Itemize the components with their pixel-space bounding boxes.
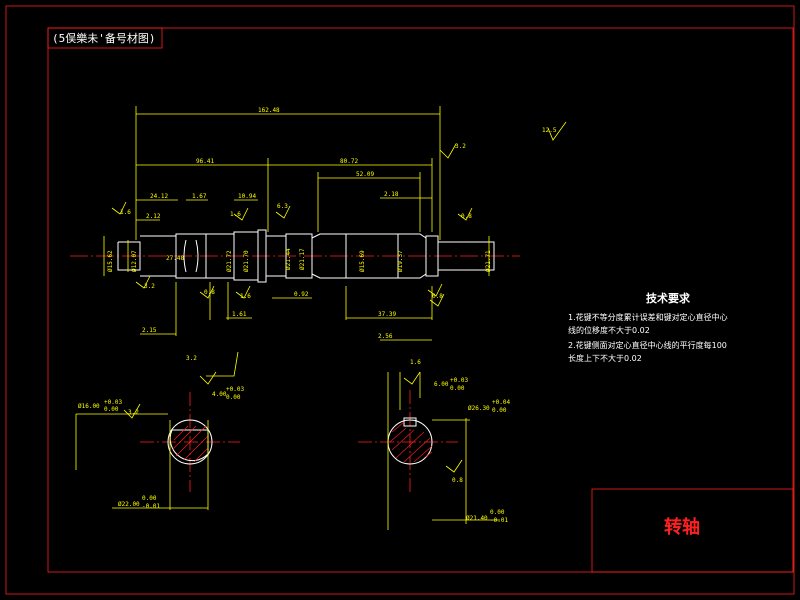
sec2-rough2: 0.8 bbox=[452, 477, 463, 484]
sec2-bottom: Ø21.40 bbox=[466, 515, 488, 522]
rough-7: 1.6 bbox=[120, 209, 131, 216]
dia-a: Ø12.07 bbox=[131, 250, 138, 272]
inner-frame bbox=[47, 27, 794, 573]
dim-right-inner: 52.09 bbox=[356, 171, 374, 178]
rough-6: 0.8 bbox=[204, 289, 215, 296]
dim-d1: 24.12 bbox=[150, 193, 168, 200]
sec2-bottom-hi: 0.00 bbox=[490, 509, 505, 516]
dim-d9: 0.92 bbox=[294, 291, 309, 298]
roughness-symbols bbox=[111, 121, 567, 307]
sec2-tol-hi: +0.03 bbox=[450, 377, 468, 384]
sec1-dia-hi: +0.03 bbox=[104, 399, 122, 406]
dia-left: Ø15.62 bbox=[107, 250, 114, 272]
requirement-line-4: 长度上下不大于0.02 bbox=[568, 353, 642, 363]
shaft-outline bbox=[117, 229, 495, 283]
dia-h: Ø19.37 bbox=[397, 250, 404, 272]
sec1-rough-top: 3.2 bbox=[186, 355, 197, 362]
section-view-2: 1.6 0.8 6.00 +0.03 0.00 Ø26.30 +0.04 0.0… bbox=[358, 359, 510, 530]
sec2-key: 6.00 bbox=[434, 381, 449, 388]
requirement-line-2: 线的位移度不大于0.02 bbox=[568, 325, 650, 335]
dim-left-span: 96.41 bbox=[196, 158, 214, 165]
sec2-dia: Ø26.30 bbox=[468, 405, 490, 412]
dim-b: 27.48 bbox=[166, 255, 184, 262]
sec1-bottom-lo: -0.01 bbox=[142, 503, 160, 510]
sec1-dia: Ø16.00 bbox=[78, 403, 100, 410]
sec2-bottom-lo: -0.01 bbox=[490, 517, 508, 524]
dim-d7: 2.15 bbox=[142, 327, 157, 334]
dim-d10: 37.39 bbox=[378, 311, 396, 318]
dim-d11: 2.56 bbox=[378, 333, 393, 340]
sec1-tol-hi: +0.03 bbox=[226, 386, 244, 393]
section-view-1: 3.2 3.2 4.00 +0.03 0.00 Ø16.00 +0.03 0.0… bbox=[75, 351, 244, 510]
dimension-texts: 162.48 96.41 80.72 52.09 24.12 1.67 10.9… bbox=[120, 107, 557, 340]
sec2-rough: 1.6 bbox=[410, 359, 421, 366]
dim-overall: 162.48 bbox=[258, 107, 280, 114]
dim-d4: 2.12 bbox=[146, 213, 161, 220]
sec1-bottom-hi: 0.00 bbox=[142, 495, 157, 502]
requirements-heading: 技术要求 bbox=[646, 291, 691, 305]
rough-2: 3.2 bbox=[455, 143, 466, 150]
rough-5: 0.8 bbox=[461, 213, 472, 220]
sec1-bottom: Ø22.00 bbox=[118, 501, 140, 508]
rough-1: 12.5 bbox=[542, 127, 557, 134]
dia-g: Ø15.69 bbox=[359, 250, 366, 272]
rough-4: 6.3 bbox=[277, 203, 288, 210]
sec2-dia-lo: 0.00 bbox=[492, 407, 507, 414]
dim-d6: 1.6 bbox=[230, 211, 241, 218]
requirement-line-1: 1.花键不等分度累计误差和键对定心直径中心 bbox=[568, 312, 728, 322]
drawing-title: 转轴 bbox=[664, 516, 700, 538]
dim-d2: 1.67 bbox=[192, 193, 207, 200]
dia-f: Ø21.17 bbox=[299, 248, 306, 270]
dia-e: Ø21.44 bbox=[285, 248, 292, 270]
corner-label: (5俣樂未'备号材图) bbox=[52, 31, 156, 45]
sec2-tol-lo: 0.00 bbox=[450, 385, 465, 392]
sec1-tol-lo: 0.00 bbox=[226, 394, 241, 401]
rough-10: 1.6 bbox=[240, 293, 251, 300]
dia-c: Ø21.72 bbox=[226, 250, 233, 272]
outer-frame bbox=[5, 5, 795, 595]
sec1-dia-lo: 0.00 bbox=[104, 406, 119, 413]
dim-d8: 1.61 bbox=[232, 311, 247, 318]
dim-d5: 2.18 bbox=[384, 191, 399, 198]
sec2-dia-hi: +0.04 bbox=[492, 399, 510, 406]
dim-right-span: 80.72 bbox=[340, 158, 358, 165]
dimension-lines bbox=[103, 106, 490, 341]
sec1-key: 4.00 bbox=[212, 391, 227, 398]
dim-d3: 10.94 bbox=[238, 193, 256, 200]
dia-d: Ø21.70 bbox=[243, 250, 250, 272]
sec1-rough: 3.2 bbox=[128, 409, 139, 416]
requirement-line-3: 2.花键侧面对定心直径中心线的平行度每100 bbox=[568, 340, 727, 350]
technical-requirements: 技术要求 1.花键不等分度累计误差和键对定心直径中心 线的位移度不大于0.02 … bbox=[568, 291, 728, 363]
rough-8: 3.2 bbox=[144, 283, 155, 290]
rough-11: 0.8 bbox=[432, 293, 443, 300]
diameter-labels: Ø15.62 Ø12.07 Ø21.72 Ø21.70 Ø21.44 Ø21.1… bbox=[107, 248, 492, 272]
corner-label-box bbox=[47, 27, 163, 49]
dia-right: Ø21.71 bbox=[485, 250, 492, 272]
title-block bbox=[591, 488, 794, 573]
